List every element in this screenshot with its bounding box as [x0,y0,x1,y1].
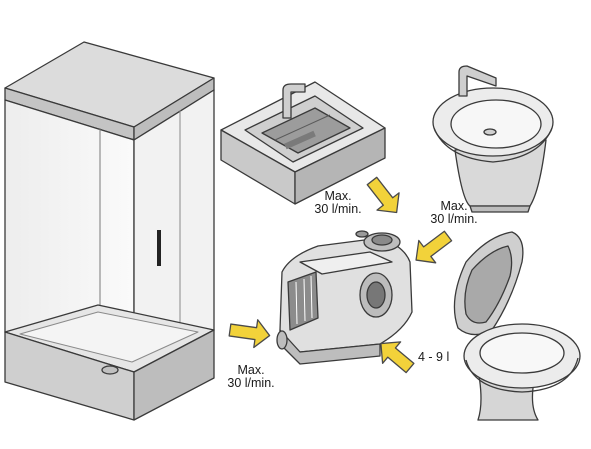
bidet [432,65,554,213]
toilet [453,231,581,421]
sink-flow-label: Max. 30 l/min. [303,190,373,216]
sink-flow-max: Max. [324,189,352,203]
bidet-flow-rate: 30 l/min. [430,212,478,226]
arrow-from-shower [228,319,271,349]
bidet-faucet-icon [458,65,497,97]
arrow-from-toilet [380,341,415,374]
toilet-flush-label: 4 - 9 l [418,351,468,364]
washbasin [220,81,386,205]
bidet-flow-label: Max. 30 l/min. [418,200,490,226]
door-handle [157,230,161,266]
arrow-from-bidet [415,230,453,264]
floor-drain [101,365,119,375]
shower-flow-rate: 30 l/min. [227,376,275,390]
left-inlet [276,330,288,350]
toilet-flush-volume: 4 - 9 l [418,350,450,364]
shower-cabin [4,41,215,421]
flow-arrows [228,176,453,374]
sink-flow-rate: 30 l/min. [314,202,362,216]
faucet-icon [282,83,306,119]
macerator-pump [276,230,413,365]
bidet-flow-max: Max. [440,199,468,213]
shower-flow-max: Max. [237,363,265,377]
shower-flow-label: Max. 30 l/min. [216,364,286,390]
bidet-drain [483,128,497,136]
arrow-from-sink [366,176,400,214]
